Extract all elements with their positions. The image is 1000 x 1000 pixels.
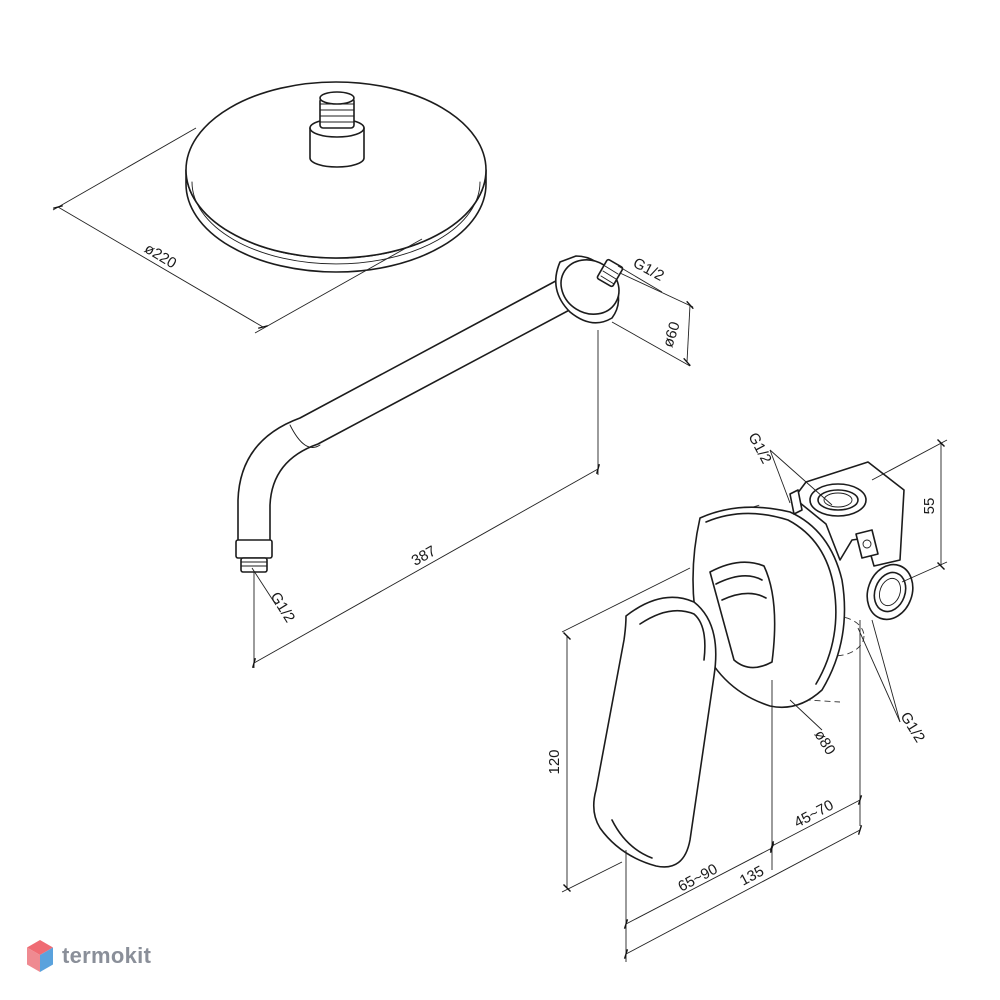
box-side-thread-label: G1/2 [897,709,929,746]
arm-thread-callout: G1/2 [251,567,299,626]
arm-thread-label: G1/2 [267,589,299,626]
shower-arm [235,255,624,573]
shower-head [185,81,487,273]
wall-flange [554,255,624,324]
handle-projection-label: 65~90 [675,861,720,896]
head-diameter-dimension: ø220 [52,127,423,334]
arm-length-dimension: 387 [251,330,601,668]
flange-diameter-dimension: ø60 [611,272,694,367]
box-height-label: 55 [921,498,938,515]
handle-height-dimension: 120 [546,567,691,893]
diverter-box [789,461,914,621]
mixer-cartridge [709,561,776,669]
total-depth-label: 135 [737,863,767,890]
flange-diameter-label: ø60 [660,320,684,350]
wall-depth-label: 45~70 [791,797,836,832]
box-height-dimension: 55 [871,439,948,583]
hexagon-cube-logo-icon [27,940,53,972]
head-connector [309,91,365,168]
wall-depth-dimension: 45~70 [769,795,863,851]
box-top-thread-callout: G1/2 [744,430,833,506]
watermark-brand: termokit [62,943,152,968]
box-top-thread-label: G1/2 [744,430,774,467]
handle-height-label: 120 [546,749,563,774]
termokit-watermark: termokit [26,936,151,976]
mixer-lever-handle [592,596,717,868]
mixer-unit [592,461,914,868]
flange-thread-callout: G1/2 [617,255,667,293]
arm-length-label: 387 [409,543,439,570]
box-side-thread-callout: G1/2 [857,619,929,746]
rosette-diameter-callout: ø80 [789,699,839,758]
rosette-diameter-label: ø80 [811,727,839,758]
